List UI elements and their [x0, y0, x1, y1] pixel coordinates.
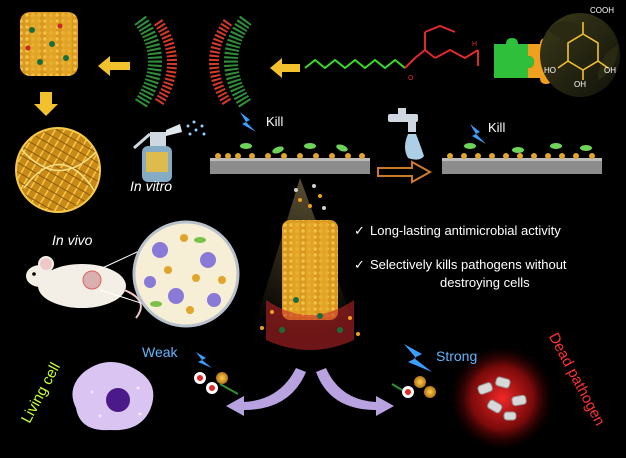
dead-pathogen: [450, 346, 554, 450]
coated-surface-2: [442, 143, 602, 174]
faucet-icon: [388, 108, 424, 160]
feature-2-text-line1: Selectively kills pathogens without: [370, 257, 567, 272]
gallic-oh-left: HO: [544, 66, 556, 75]
gallic-oh-bottom: OH: [574, 80, 586, 89]
weak-label: Weak: [142, 344, 178, 360]
arrow-left-2: [270, 58, 300, 78]
mouse-icon: [26, 245, 151, 319]
arrow-left-1: [98, 56, 130, 76]
nanofiber-bundle: [20, 12, 78, 76]
peptide-molecule: O H: [304, 24, 479, 82]
gallic-oh-right: OH: [604, 66, 616, 75]
feature-2-check: ✓: [354, 257, 365, 272]
svg-text:H: H: [472, 41, 477, 48]
arrow-to-living-cell: [226, 368, 306, 416]
living-cell: [72, 362, 154, 431]
gallic-acid-structure: [540, 13, 620, 97]
arrow-down: [34, 92, 58, 116]
particle-cluster-left: [194, 372, 239, 395]
lightning-icon-1: [240, 112, 256, 132]
in-vitro-label: In vitro: [130, 178, 173, 194]
in-vivo-label: In vivo: [52, 232, 93, 248]
lightning-icon-weak: [196, 352, 212, 368]
arrow-to-pathogen: [316, 368, 394, 416]
microscope-circle-icon: [132, 220, 240, 328]
feature-1-text: Long-lasting antimicrobial activity: [370, 223, 561, 238]
spray-bottle-icon: [133, 120, 206, 182]
feature-2-text-line2: destroying cells: [440, 275, 530, 290]
gallic-cooh: COOH: [590, 6, 614, 15]
particle-cluster-right: [391, 376, 436, 398]
coated-surface-1: [210, 143, 370, 174]
lipid-bilayer: [134, 15, 252, 109]
lightning-icon-2: [470, 124, 486, 144]
arrow-right-hollow: [377, 160, 433, 184]
strong-label: Strong: [436, 348, 478, 364]
svg-text:O: O: [408, 75, 414, 82]
central-nanostructure: [260, 184, 360, 350]
nanofiber-mesh-sphere: [15, 127, 101, 213]
kill-label-left: Kill: [266, 114, 284, 129]
feature-1-check: ✓: [354, 223, 365, 238]
lightning-icon-strong: [404, 344, 432, 372]
kill-label-right: Kill: [488, 120, 506, 135]
